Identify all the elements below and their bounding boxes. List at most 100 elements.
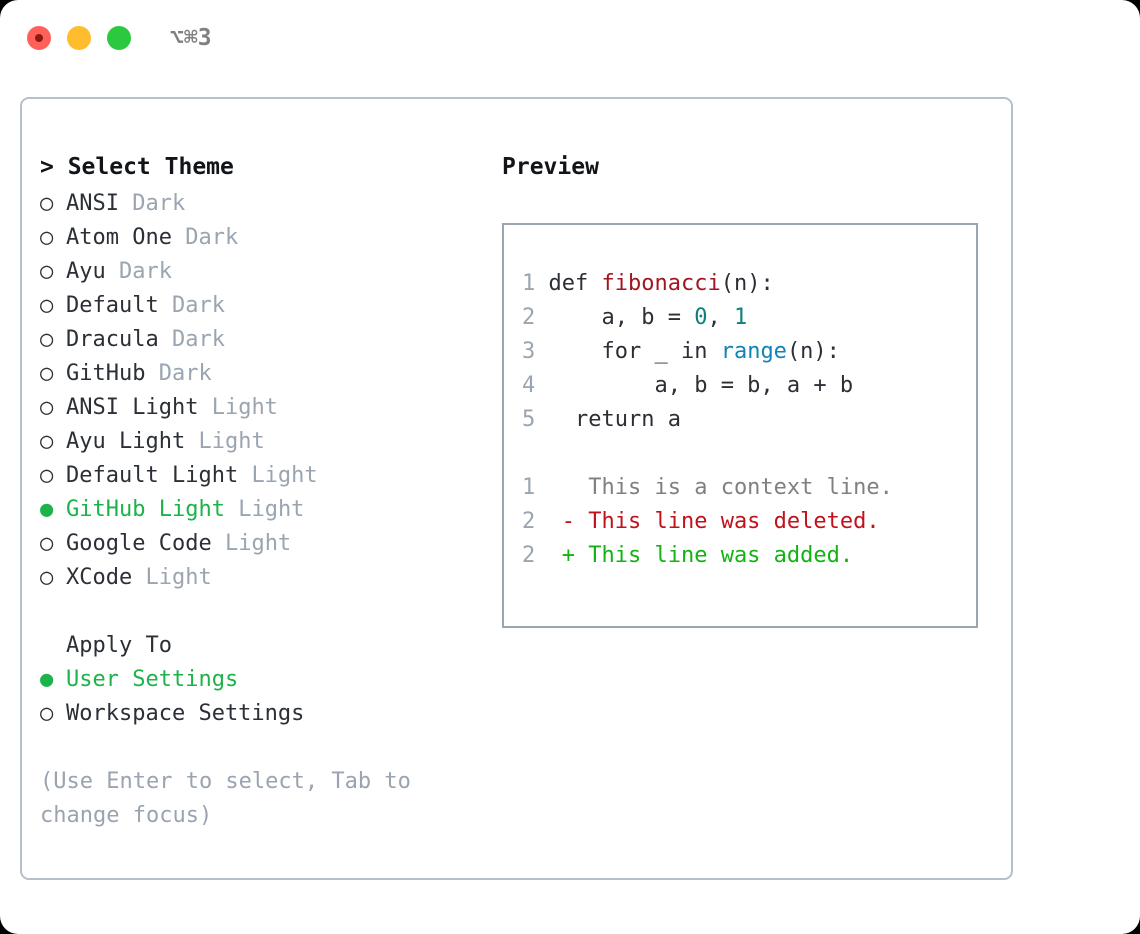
- radio-unselected-icon[interactable]: ○: [40, 463, 54, 488]
- preview-title: Preview: [502, 154, 599, 180]
- diff-line-number: 2: [522, 543, 536, 568]
- radio-unselected-icon[interactable]: ○: [40, 293, 54, 318]
- spacer: [172, 225, 185, 250]
- diff-line: 1 This is a context line.: [522, 471, 976, 505]
- theme-name: Ayu Light: [66, 429, 186, 454]
- spacer: [119, 191, 132, 216]
- code-line-number: 5: [522, 407, 536, 432]
- apply-to-option-label: Workspace Settings: [66, 701, 305, 726]
- code-line-number: 4: [522, 373, 536, 398]
- theme-list-item[interactable]: ○ Default Dark: [40, 289, 480, 323]
- gutter-gap: [535, 407, 575, 432]
- apply-to-header: Apply To: [66, 633, 172, 658]
- code-token-fn: fibonacci: [601, 271, 721, 296]
- radio-selected-icon[interactable]: ●: [40, 667, 54, 692]
- spacer: [198, 395, 211, 420]
- list-spacer: [40, 595, 480, 629]
- spacer: [159, 327, 172, 352]
- theme-list-item[interactable]: ○Default Light Light: [40, 459, 480, 493]
- theme-name: Dracula: [66, 327, 159, 352]
- theme-variant-tag: Light: [211, 395, 278, 420]
- code-token-plain: a, b =: [601, 305, 695, 330]
- code-token-plain: for _ in: [601, 339, 721, 364]
- code-token-plain: (n):: [786, 339, 840, 364]
- theme-list-item[interactable]: ○Ayu Dark: [40, 255, 480, 289]
- diff-text: This line was added.: [575, 543, 854, 568]
- maximize-window-button[interactable]: [107, 26, 131, 50]
- code-line: 2 a, b = 0, 1: [522, 301, 976, 335]
- gutter-gap: [535, 373, 654, 398]
- theme-list-item[interactable]: ○ Ayu Light Light: [40, 425, 480, 459]
- theme-name: Default: [66, 293, 159, 318]
- theme-variant-tag: Light: [198, 429, 265, 454]
- theme-list-item[interactable]: ○Google Code Light: [40, 527, 480, 561]
- radio-unselected-icon[interactable]: ○: [40, 429, 54, 454]
- code-line-number: 3: [522, 339, 536, 364]
- preview-column: Preview 1 def fibonacci(n):2 a, b = 0, 1…: [502, 149, 992, 628]
- radio-unselected-icon[interactable]: ○: [40, 701, 54, 726]
- radio-unselected-icon[interactable]: ○: [40, 395, 54, 420]
- theme-list-item[interactable]: ○ Dracula Dark: [40, 323, 480, 357]
- theme-name: Atom One: [66, 225, 172, 250]
- theme-variant-tag: Dark: [171, 293, 225, 318]
- radio-unselected-icon[interactable]: ○: [40, 565, 54, 590]
- code-token-num: 0: [694, 305, 708, 330]
- code-line: 3 for _ in range(n):: [522, 335, 976, 369]
- gutter-gap: [535, 339, 601, 364]
- apply-to-option[interactable]: ● User Settings: [40, 663, 480, 697]
- theme-variant-tag: Dark: [171, 327, 225, 352]
- spacer: [238, 463, 251, 488]
- diff-text: This is a context line.: [575, 475, 893, 500]
- diff-sample: 1 This is a context line.2 - This line w…: [522, 471, 976, 573]
- diff-line: 2 + This line was added.: [522, 539, 976, 573]
- spacer: [185, 429, 198, 454]
- theme-list: ○ANSI Dark○Atom One Dark○Ayu Dark○Defaul…: [40, 187, 480, 595]
- minimize-window-button[interactable]: [67, 26, 91, 50]
- theme-list-item[interactable]: ○ Atom One Dark: [40, 221, 480, 255]
- radio-unselected-icon[interactable]: ○: [40, 327, 54, 352]
- window-title: ⌥⌘3: [170, 25, 212, 51]
- select-theme-header: > Select Theme: [40, 154, 234, 180]
- theme-list-item[interactable]: ○XCode Light: [40, 561, 480, 595]
- close-window-button[interactable]: [27, 26, 51, 50]
- gutter-gap: [535, 271, 548, 296]
- theme-variant-tag: Dark: [185, 225, 239, 250]
- radio-unselected-icon[interactable]: ○: [40, 361, 54, 386]
- theme-name: ANSI Light: [66, 395, 199, 420]
- radio-unselected-icon[interactable]: ○: [40, 191, 54, 216]
- code-line: 5 return a: [522, 403, 976, 437]
- theme-list-item[interactable]: ○ANSI Dark: [40, 187, 480, 221]
- code-token-plain: (n):: [720, 271, 774, 296]
- spacer: [212, 531, 225, 556]
- diff-marker: +: [561, 543, 575, 568]
- code-line-number: 2: [522, 305, 536, 330]
- spacer: [159, 293, 172, 318]
- code-line: 1 def fibonacci(n):: [522, 267, 976, 301]
- code-line: 4 a, b = b, a + b: [522, 369, 976, 403]
- code-token-call: range: [720, 339, 787, 364]
- radio-unselected-icon[interactable]: ○: [40, 259, 54, 284]
- theme-variant-tag: Dark: [158, 361, 212, 386]
- theme-variant-tag: Light: [145, 565, 212, 590]
- theme-list-item[interactable]: ●GitHub Light Light: [40, 493, 480, 527]
- radio-selected-icon[interactable]: ●: [40, 497, 54, 522]
- code-line-number: 1: [522, 271, 536, 296]
- radio-unselected-icon[interactable]: ○: [40, 225, 54, 250]
- theme-name: GitHub: [66, 361, 146, 386]
- theme-list-item[interactable]: ○ ANSI Light Light: [40, 391, 480, 425]
- spacer: [145, 361, 158, 386]
- diff-line-number: 2: [522, 509, 536, 534]
- radio-unselected-icon[interactable]: ○: [40, 531, 54, 556]
- theme-name: Default Light: [66, 463, 239, 488]
- apply-to-option-label: User Settings: [66, 667, 239, 692]
- apply-to-option[interactable]: ○ Workspace Settings: [40, 697, 480, 731]
- theme-name: Google Code: [66, 531, 212, 556]
- code-token-num: 1: [733, 305, 748, 330]
- theme-list-item[interactable]: ○ GitHub Dark: [40, 357, 480, 391]
- content-panel: > Select Theme ○ANSI Dark○Atom One Dark○…: [20, 97, 1013, 880]
- code-token-plain: a, b = b, a + b: [654, 373, 854, 398]
- code-token-plain: return a: [575, 407, 681, 432]
- code-diff-separator: [522, 437, 976, 471]
